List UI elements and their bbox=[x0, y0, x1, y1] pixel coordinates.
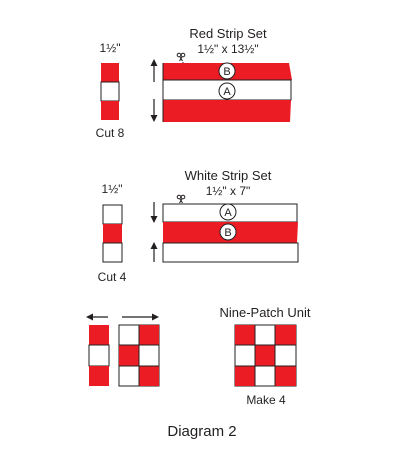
scissors-icon bbox=[176, 52, 186, 62]
press-arrow-icon bbox=[150, 202, 158, 262]
red-strip-set-dimensions: 1½" x 13½" bbox=[197, 42, 258, 56]
white-strip-set-title: White Strip Set bbox=[185, 168, 272, 183]
assembly-segment-pair bbox=[118, 324, 160, 387]
arrow-icon bbox=[86, 313, 108, 321]
press-arrow-icon bbox=[150, 59, 158, 122]
diagram-caption: Diagram 2 bbox=[167, 423, 236, 440]
red-strip-set: Red Strip Set 1½" x 13½" B A bbox=[96, 26, 292, 140]
strip-white-bottom bbox=[162, 242, 299, 263]
red-segment-width: 1½" bbox=[100, 41, 121, 55]
assembly-segment-red bbox=[88, 325, 110, 386]
scissors-icon bbox=[176, 194, 186, 204]
nine-patch-note: Make 4 bbox=[246, 393, 286, 407]
red-strip-set-title: Red Strip Set bbox=[189, 26, 267, 41]
strip-label-a: A bbox=[218, 82, 236, 100]
svg-text:A: A bbox=[224, 207, 232, 219]
strip-label-b: B bbox=[219, 223, 237, 241]
white-strip-set-dimensions: 1½" x 7" bbox=[206, 184, 251, 198]
red-segment-note: Cut 8 bbox=[96, 126, 125, 140]
strip-label-b: B bbox=[218, 62, 236, 80]
red-segment bbox=[100, 63, 120, 120]
white-segment bbox=[102, 204, 123, 263]
white-segment-note: Cut 4 bbox=[98, 270, 127, 284]
white-strip-set: White Strip Set 1½" x 7" A B 1½" bbox=[98, 168, 299, 284]
arrow-icon bbox=[122, 313, 159, 321]
white-segment-width: 1½" bbox=[102, 182, 123, 196]
strip-red-bottom bbox=[163, 100, 291, 122]
svg-text:B: B bbox=[224, 227, 231, 239]
svg-text:A: A bbox=[223, 86, 231, 98]
nine-patch-title: Nine-Patch Unit bbox=[219, 305, 310, 320]
nine-patch-unit: Nine-Patch Unit Make 4 bbox=[219, 305, 310, 407]
assembly bbox=[86, 313, 160, 387]
svg-text:B: B bbox=[223, 66, 230, 78]
strip-label-a: A bbox=[219, 203, 237, 221]
